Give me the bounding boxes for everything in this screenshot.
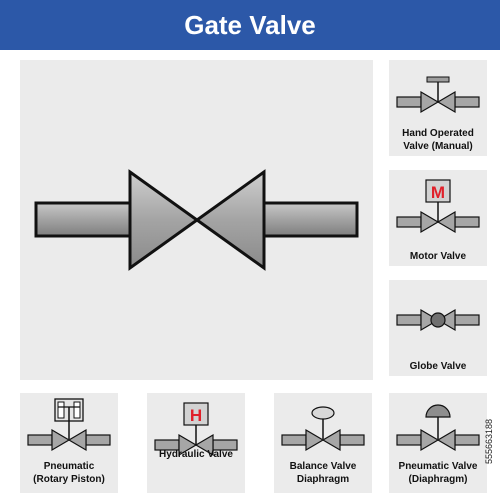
hand-operated-valve-icon — [396, 76, 480, 114]
motor-valve-icon: M — [396, 179, 480, 234]
hand-label-line2: Valve (Manual) — [403, 141, 473, 152]
rotary-label-line1: Pneumatic — [43, 461, 95, 472]
hydraulic-letter: H — [190, 406, 202, 425]
tile-motor: M Motor Valve — [389, 170, 487, 266]
stock-id-text: 555663188 — [484, 418, 494, 464]
tile-hand-operated: Hand Operated Valve (Manual) — [389, 60, 487, 156]
left-triangle-shape — [128, 169, 200, 271]
pneumatic-valve-diaphragm-icon — [396, 404, 480, 452]
diaphragm-label-line2: (Diaphragm) — [408, 474, 468, 485]
tile-globe: Globe Valve — [389, 280, 487, 376]
left-pipe-shape — [34, 201, 132, 238]
pneumatic-rotary-piston-icon — [27, 398, 111, 452]
diaphragm-label-line1: Pneumatic Valve — [398, 461, 478, 472]
hand-label-line1: Hand Operated — [402, 128, 474, 139]
page-title: Gate Valve — [184, 10, 316, 40]
globe-valve-icon — [396, 308, 480, 332]
balance-label-line1: Balance Valve — [289, 461, 357, 472]
title-banner — [0, 0, 500, 50]
tile-balance: Balance Valve Diaphragm — [274, 393, 372, 493]
right-triangle-shape — [194, 169, 266, 271]
tile-pneumatic-diaphragm: Pneumatic Valve (Diaphragm) — [389, 393, 487, 493]
rotary-label-line2: (Rotary Piston) — [33, 474, 105, 485]
main-valve-panel — [20, 60, 373, 380]
globe-label: Globe Valve — [409, 361, 467, 372]
balance-label-line2: Diaphragm — [296, 474, 350, 485]
right-pipe-shape — [262, 201, 359, 238]
gate-valve-symbol-icon — [34, 169, 359, 271]
balance-valve-diaphragm-icon — [281, 406, 365, 452]
motor-letter: M — [431, 183, 445, 202]
tile-hydraulic: H Hydraulic Valve — [147, 393, 245, 493]
motor-label: Motor Valve — [409, 251, 467, 262]
hydraulic-valve-icon: H — [154, 402, 238, 457]
hydraulic-label: Hydraulic Valve — [159, 449, 233, 460]
tile-pneumatic-rotary: Pneumatic (Rotary Piston) — [20, 393, 118, 493]
